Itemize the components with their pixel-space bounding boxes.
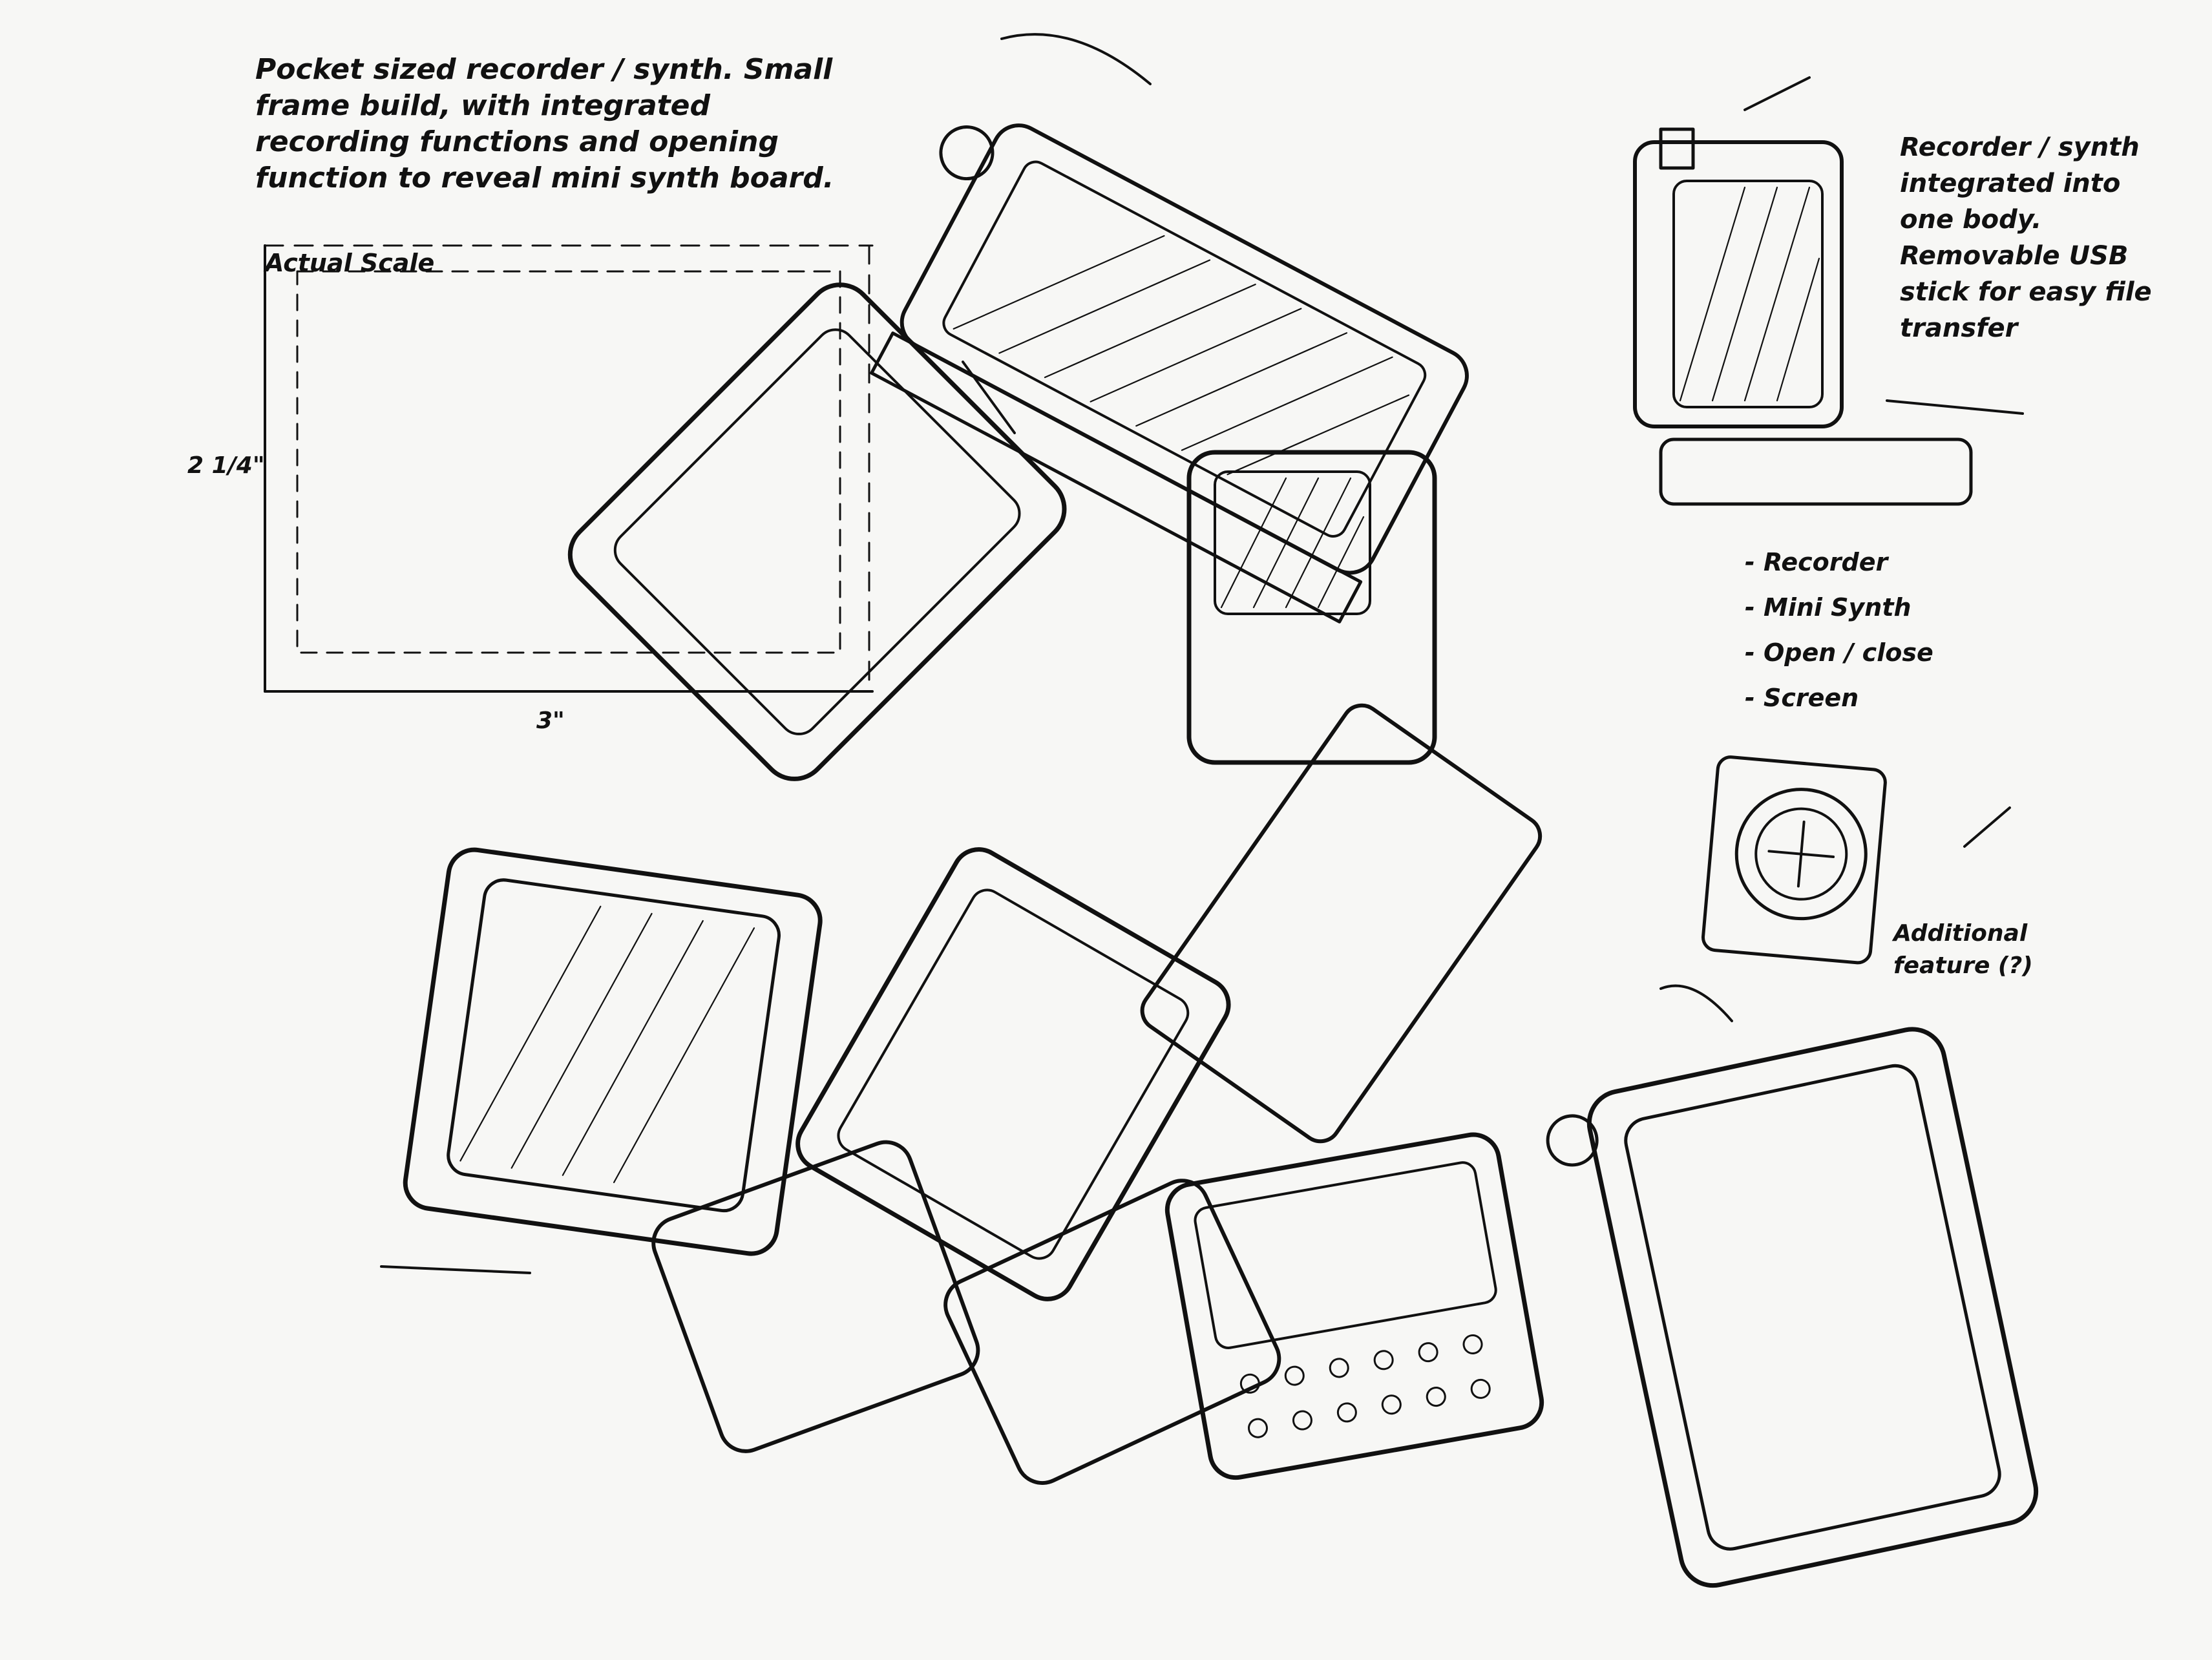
synth-key-icons — [1239, 1334, 1491, 1438]
sketch-device-bottom-right — [1546, 1027, 2039, 1588]
slide-arrow-icon — [1743, 76, 1811, 111]
rotate-arrow-icon — [1000, 33, 1152, 85]
sketch-device-bottom-mid — [943, 1179, 1281, 1485]
height-dimension: 2 1/4" — [187, 452, 265, 479]
dpad-icon — [1754, 807, 1848, 901]
slide-arrow-icon — [962, 361, 1016, 434]
width-dimension: 3" — [536, 708, 565, 734]
sketch-screen-hatch — [953, 235, 1410, 476]
feature-item: - Screen — [1745, 684, 1859, 712]
feature-item: - Mini Synth — [1745, 593, 1912, 622]
sketch-device-center — [795, 847, 1231, 1301]
side-note: Recorder / synth integrated into one bod… — [1900, 132, 2152, 343]
rotate-arrow-icon — [1659, 984, 1733, 1022]
sketch-dpad-feature — [1701, 755, 1887, 965]
motion-arrows — [380, 33, 2024, 1274]
feature-list: - Recorder - Mini Synth - Open / close -… — [1745, 540, 1933, 720]
sketch-recorder-usb — [1633, 127, 1973, 506]
knob-icon — [939, 125, 995, 181]
intro-note: Pocket sized recorder / synth. Small fra… — [255, 53, 834, 194]
slide-arrow-icon — [380, 1265, 531, 1274]
feature-item: - Open / close — [1745, 638, 1933, 667]
feature-item: - Recorder — [1745, 548, 1888, 576]
slide-arrow-icon — [1886, 399, 2024, 415]
sketch-device-left — [403, 847, 823, 1256]
knob-icon — [1546, 1114, 1599, 1167]
sketch-device-bottom-left — [651, 1140, 980, 1453]
sketch-device-tilted-right — [1140, 703, 1543, 1144]
additional-feature-note: Additional feature (?) — [1893, 920, 2033, 979]
sketch-recorder-top — [870, 123, 1469, 624]
sketch-synth-keyboard — [1164, 1132, 1544, 1480]
scale-label: Actual Scale — [265, 249, 435, 277]
usb-stick-icon — [1659, 127, 1695, 170]
sketch-device-open — [567, 282, 1067, 781]
actual-scale-frame — [264, 244, 874, 693]
slide-arrow-icon — [1963, 806, 2011, 848]
